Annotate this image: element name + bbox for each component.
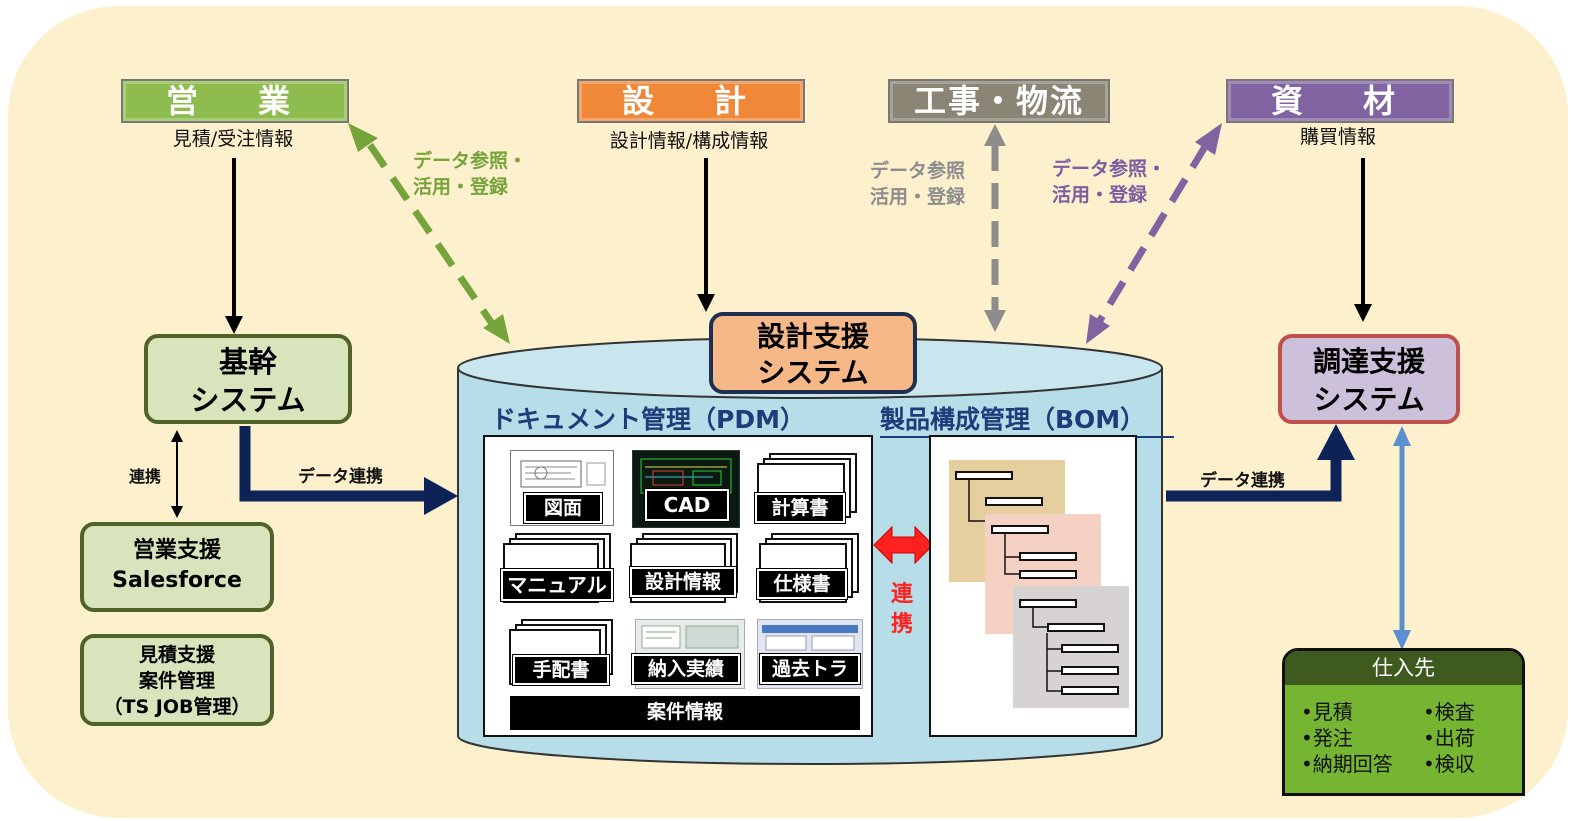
- pdm-tile-manual[interactable]: マニュアル: [500, 533, 616, 607]
- tile-label-design-info: 設計情報: [629, 566, 737, 598]
- pdm-heading: ドキュメント管理（PDM）: [491, 400, 841, 438]
- bom-tree-lines: [968, 480, 1061, 692]
- bom-node: [1061, 666, 1119, 675]
- bom-node: [1019, 552, 1077, 561]
- pdm-tile-arrangement[interactable]: 手配書: [507, 619, 617, 689]
- dept-design-title: 設 計: [621, 82, 760, 120]
- dept-sales-subtitle: 見積/受注情報: [172, 128, 294, 150]
- tile-label-drawing: 図面: [523, 492, 603, 524]
- procurement-system-box: 調達支援 システム: [1278, 334, 1460, 424]
- pdm-tile-drawing[interactable]: 図面: [510, 450, 614, 526]
- estimate-support-box: 見積支援 案件管理 （TS JOB管理）: [80, 634, 274, 726]
- bom-node: [1019, 570, 1077, 579]
- design-support-system-box: 設計支援 システム: [709, 312, 917, 394]
- materials-to-procurement-arrow: [1354, 158, 1372, 322]
- tile-label-past-trouble: 過去トラ: [759, 653, 861, 685]
- project-info-bar[interactable]: 案件情報: [510, 696, 860, 730]
- tile-label-manual: マニュアル: [500, 568, 614, 602]
- dept-materials-subtitle: 購買情報: [1299, 126, 1376, 148]
- drawing-thumbnail-icon: [520, 460, 606, 488]
- core-salesforce-link-label: 連携: [129, 467, 162, 486]
- dept-construction-header: 工事・物流: [888, 79, 1110, 123]
- pdm-tile-specification[interactable]: 仕様書: [756, 533, 863, 607]
- db-to-procurement-data-arrow: [1166, 424, 1355, 502]
- supplier-box: 仕入先 •見積 •発注 •納期回答 •検査 •出荷 •検収: [1282, 648, 1525, 796]
- bom-node: [955, 471, 1013, 480]
- sales-support-box: 営業支援 Salesforce: [80, 522, 274, 612]
- bom-node: [1019, 599, 1077, 608]
- pdm-tile-past-trouble[interactable]: 過去トラ: [757, 619, 863, 689]
- tile-label-arrangement: 手配書: [512, 654, 610, 686]
- core-system-box: 基幹 システム: [144, 334, 352, 424]
- pdm-tile-design-info[interactable]: 設計情報: [628, 533, 743, 607]
- design-to-db-arrow: [697, 158, 715, 312]
- dept-materials-header: 資 材: [1226, 79, 1454, 123]
- supplier-item: •発注: [1301, 726, 1353, 750]
- materials-db-dashed-arrow: [1086, 123, 1222, 344]
- bom-node: [985, 497, 1043, 506]
- bom-node: [1047, 623, 1105, 632]
- bom-panel: [929, 435, 1137, 737]
- supplier-title: 仕入先: [1285, 651, 1522, 685]
- supplier-list-right: •検査 •出荷 •検収: [1423, 699, 1475, 777]
- pdm-bom-link-label: 連 携: [890, 582, 913, 637]
- supplier-item: •納期回答: [1301, 752, 1393, 776]
- tile-label-specification: 仕様書: [756, 568, 848, 600]
- data-link-left-label: データ連携: [298, 467, 383, 487]
- dept-construction-title: 工事・物流: [913, 82, 1084, 120]
- dept-sales-header: 営 業: [121, 79, 349, 123]
- pdm-tile-calculation[interactable]: 計算書: [754, 453, 863, 529]
- construction-reference-label: データ参照 活用・登録: [870, 160, 966, 208]
- materials-reference-label: データ参照・ 活用・登録: [1052, 158, 1167, 206]
- sales-to-core-arrow: [225, 158, 243, 334]
- data-link-right-label: データ連携: [1200, 471, 1285, 491]
- procurement-supplier-arrow: [1393, 426, 1411, 650]
- pdm-tile-delivery-record[interactable]: 納入実績: [631, 619, 745, 689]
- bom-node: [1061, 644, 1119, 653]
- dept-design-header: 設 計: [577, 79, 805, 123]
- core-to-db-data-arrow: [239, 426, 458, 515]
- dept-sales-title: 営 業: [165, 82, 304, 120]
- core-salesforce-link-arrow: [171, 430, 183, 518]
- tile-label-delivery-record: 納入実績: [631, 653, 741, 685]
- supplier-list-left: •見積 •発注 •納期回答: [1301, 699, 1393, 777]
- tile-label-calculation: 計算書: [754, 492, 846, 524]
- tile-label-cad: CAD: [644, 488, 730, 522]
- supplier-item: •出荷: [1423, 726, 1475, 750]
- supplier-item: •検査: [1423, 700, 1475, 724]
- supplier-item: •検収: [1423, 752, 1475, 776]
- bom-node: [1061, 686, 1119, 695]
- dept-materials-title: 資 材: [1270, 82, 1409, 120]
- dept-design-subtitle: 設計情報/構成情報: [609, 130, 769, 152]
- bom-heading: 製品構成管理（BOM）: [880, 400, 1174, 438]
- construction-db-dashed-arrow: [984, 124, 1006, 332]
- bom-node: [991, 525, 1049, 534]
- delivery-thumbnail-icon: [641, 625, 739, 649]
- pdm-tile-cad[interactable]: CAD: [632, 450, 740, 528]
- trouble-thumbnail-icon: [762, 625, 858, 651]
- pdm-panel: 図面 CAD 計算書 マニュアル 設計情報 仕様書: [483, 435, 873, 737]
- sales-reference-label: データ参照・ 活用・登録: [413, 150, 528, 198]
- sales-db-dashed-arrow: [348, 123, 510, 344]
- supplier-item: •見積: [1301, 700, 1353, 724]
